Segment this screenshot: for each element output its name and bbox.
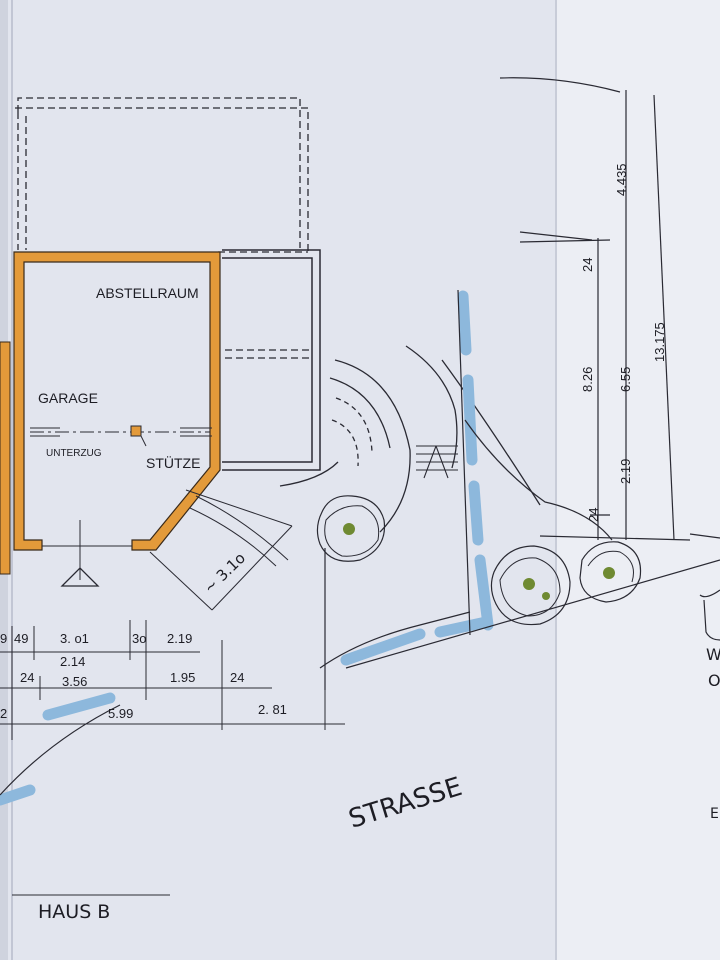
dim-195: 1.95 <box>170 670 195 685</box>
planting-arcs <box>279 345 541 533</box>
dim-219: 2.19 <box>167 631 192 646</box>
dim-356: 3.56 <box>62 674 87 689</box>
paper-left-sheet <box>8 0 556 960</box>
street-edge-marker <box>0 290 494 806</box>
dim-13175: 13.175 <box>652 322 667 362</box>
dim-214: 2.14 <box>60 654 85 669</box>
annex-outline <box>222 249 321 471</box>
edge-text-o: O <box>708 671 720 690</box>
garage-walls <box>0 251 221 575</box>
label-garage: GARAGE <box>38 390 98 406</box>
dim-826: 8.26 <box>580 367 595 392</box>
label-abstellraum: ABSTELLRAUM <box>96 285 199 301</box>
paper-right-sheet <box>556 0 720 960</box>
dashed-upper-structure <box>15 97 312 359</box>
street-edge-lines <box>0 289 720 796</box>
stuetze-column <box>130 425 142 437</box>
dimension-chains <box>0 620 345 740</box>
dim-24-bottom: 24 <box>586 508 601 522</box>
entrance-steps <box>416 445 458 479</box>
dim-30: 3o <box>132 631 146 646</box>
tree-right <box>579 541 642 603</box>
edge-text-e: E <box>710 806 719 822</box>
dim-301: 3. o1 <box>60 631 89 646</box>
dim-655: 6.55 <box>618 367 633 392</box>
label-haus-b: HAUS B <box>38 901 110 923</box>
stuetze-leader <box>140 435 147 447</box>
dim-219-vert: 2.19 <box>618 459 633 484</box>
vertical-dimensions: 4.435 24 8.26 6.55 13.175 2.19 24 <box>580 163 667 522</box>
dim-9: 9 <box>0 631 7 646</box>
dimension-values: 9 49 3. o1 3o 2.19 2.14 24 3.56 1.95 24 … <box>0 631 287 721</box>
tree-left <box>316 495 386 562</box>
tree-middle <box>490 545 571 626</box>
dim-2: 2 <box>0 706 7 721</box>
neighbour-wall <box>0 341 11 575</box>
hatched-strip <box>30 427 212 437</box>
dim-4435: 4.435 <box>614 163 629 196</box>
dim-49: 49 <box>14 631 28 646</box>
dim-599: 5.99 <box>108 706 133 721</box>
label-unterzug: UNTERZUG <box>46 448 102 459</box>
dim-24-a: 24 <box>20 670 34 685</box>
edge-text-w: W <box>706 645 720 664</box>
entry-arrow-icon <box>60 567 100 587</box>
dim-24-top: 24 <box>580 258 595 272</box>
diagonal-dimension <box>149 489 293 611</box>
property-outline <box>464 77 720 641</box>
dim-281: 2. 81 <box>258 702 287 717</box>
dim-24-b: 24 <box>230 670 244 685</box>
label-stuetze: STÜTZE <box>146 454 200 471</box>
